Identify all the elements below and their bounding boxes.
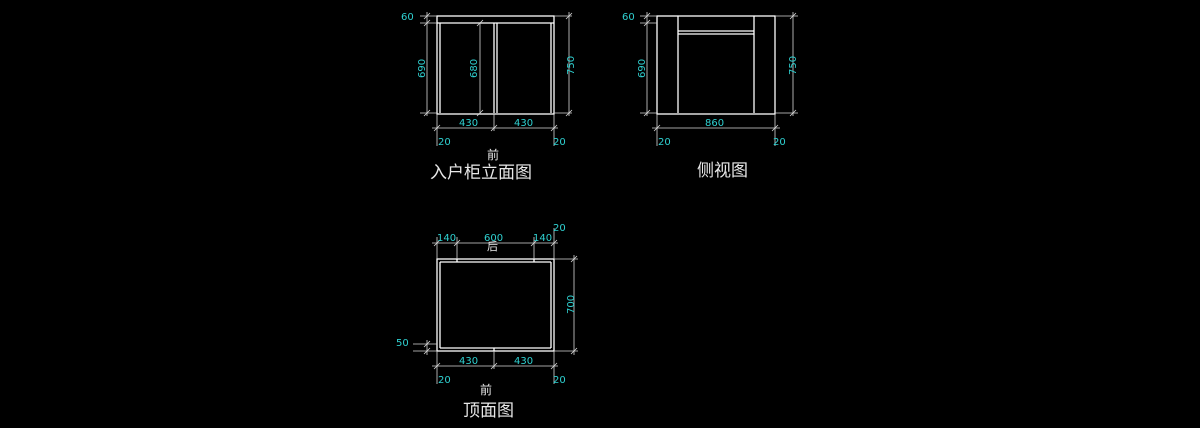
side-dim-offset-left: 20 bbox=[658, 137, 671, 148]
front-dim-bottom-left: 430 bbox=[459, 118, 478, 129]
top-dim-top-left: 140 bbox=[437, 233, 456, 244]
top-view: 140 600 140 20 后 700 50 430 430 20 20 前 … bbox=[396, 223, 578, 421]
front-dim-left: 690 bbox=[417, 59, 428, 78]
side-outer-frame bbox=[656, 15, 776, 115]
front-note: 前 bbox=[487, 147, 499, 162]
side-dim-bottom: 860 bbox=[705, 118, 724, 129]
front-dim-right: 750 bbox=[566, 56, 577, 75]
top-dim-bottom-left: 430 bbox=[459, 356, 478, 367]
front-dim-bottom-right: 430 bbox=[514, 118, 533, 129]
top-dim-offset-left: 20 bbox=[438, 375, 451, 386]
front-dim-offset-right: 20 bbox=[553, 137, 566, 148]
side-dim-offset-right: 20 bbox=[773, 137, 786, 148]
top-dim-top-middle: 600 bbox=[484, 233, 503, 244]
front-view-title: 入户柜立面图 bbox=[430, 163, 532, 183]
side-dim-right: 750 bbox=[788, 56, 799, 75]
front-elevation: 60 690 680 750 430 430 20 20 前 入户柜立面图 bbox=[401, 12, 577, 183]
top-dim-offset-right: 20 bbox=[553, 375, 566, 386]
side-view: 60 690 750 860 20 20 侧视图 bbox=[622, 12, 799, 181]
top-note-front: 前 bbox=[480, 382, 492, 397]
front-dim-offset-left: 20 bbox=[438, 137, 451, 148]
side-dim-left: 690 bbox=[637, 59, 648, 78]
side-dim-top: 60 bbox=[622, 12, 635, 23]
top-dim-top-right: 140 bbox=[533, 233, 552, 244]
top-dim-bottom-right: 430 bbox=[514, 356, 533, 367]
top-dim-left-offset: 50 bbox=[396, 338, 409, 349]
front-dim-middle: 680 bbox=[469, 59, 480, 78]
top-note-back: 后 bbox=[487, 240, 498, 253]
top-view-title: 顶面图 bbox=[463, 401, 514, 421]
top-dim-top-offset: 20 bbox=[553, 223, 566, 234]
front-dim-top: 60 bbox=[401, 12, 414, 23]
front-outer-frame bbox=[436, 15, 555, 115]
top-dim-right: 700 bbox=[566, 295, 577, 314]
top-outer-frame bbox=[436, 258, 555, 352]
side-view-title: 侧视图 bbox=[697, 161, 748, 181]
